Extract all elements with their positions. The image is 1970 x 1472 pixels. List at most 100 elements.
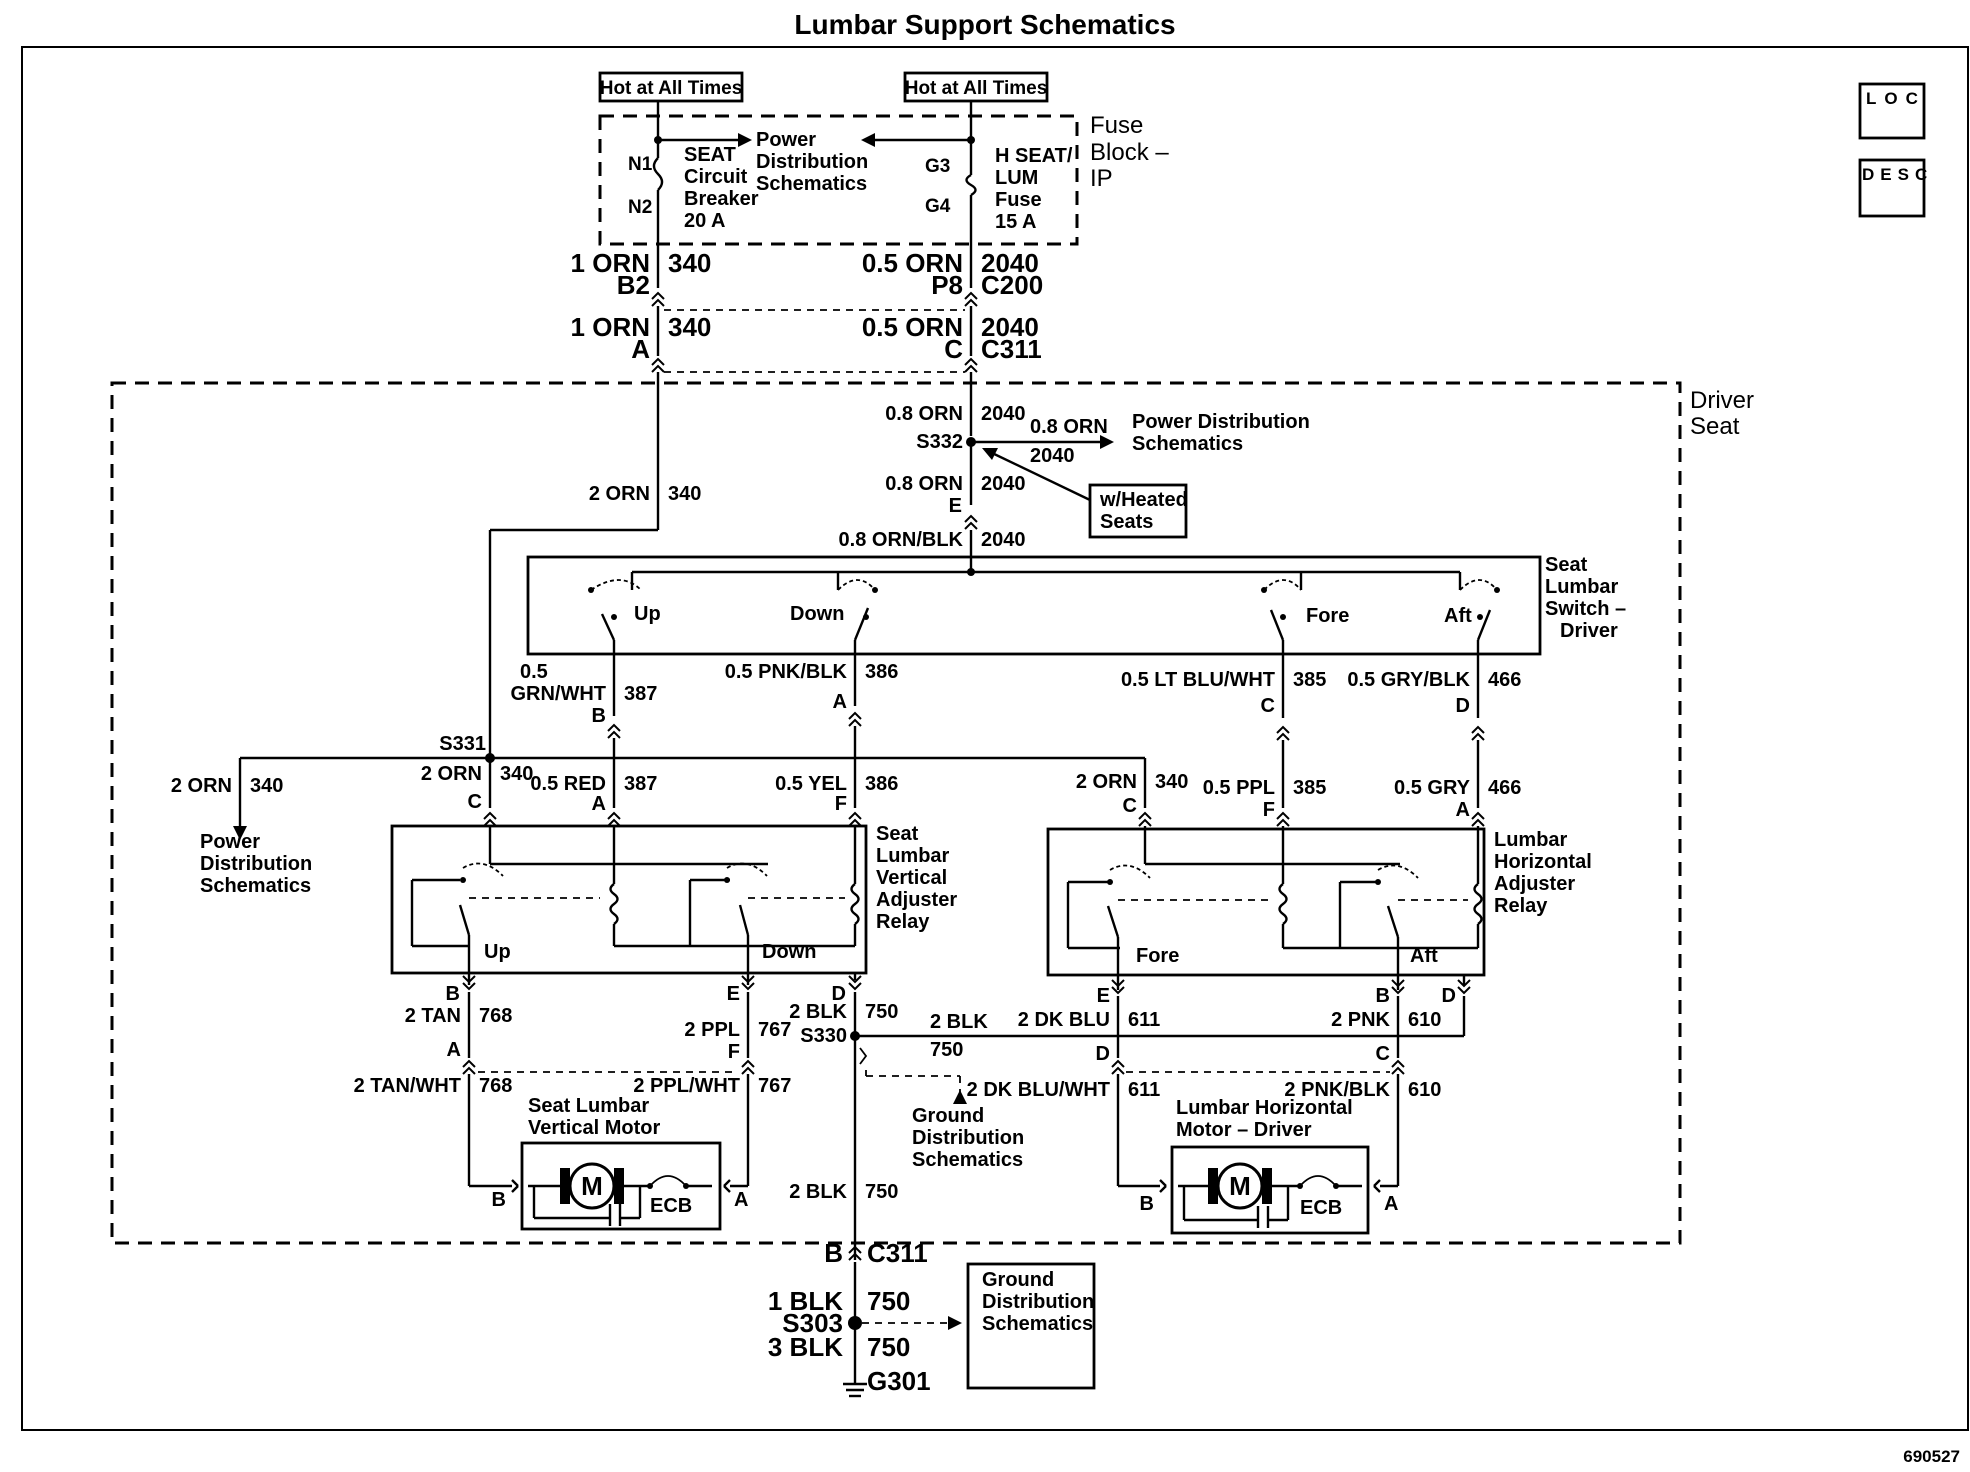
switch-name-2: Lumbar: [1545, 576, 1619, 598]
vrelay-c-circuit: 340: [500, 763, 533, 785]
s330-circuit-below: 750: [865, 1181, 898, 1203]
c311-right-pin: C: [944, 334, 963, 364]
fuse-label-4: 15 A: [995, 211, 1037, 233]
vrelay-name-2: Lumbar: [876, 845, 950, 867]
vm-tanwht-circuit: 768: [479, 1075, 512, 1097]
loc-icon[interactable]: LOC: [1858, 82, 1926, 140]
page-title: Lumbar Support Schematics: [794, 9, 1175, 40]
loc-icon-label: LOC: [1866, 89, 1926, 108]
hmotor-pin-a: A: [1384, 1193, 1398, 1215]
s331-out-circuit: 340: [250, 775, 283, 797]
s331-power-dist-2: Distribution: [200, 853, 312, 875]
hm-pnk-wire: 2 PNK: [1331, 1009, 1390, 1031]
vm-tan-pin: A: [447, 1039, 461, 1061]
power-dist-top-1: Power: [756, 129, 816, 151]
hrelay-aft-label: Aft: [1410, 945, 1438, 967]
s331-out-wire: 2 ORN: [171, 775, 232, 797]
s330-branch-wire: 2 BLK: [930, 1011, 988, 1033]
fuse-block-label-2: Block –: [1090, 139, 1169, 166]
vrelay-name-5: Relay: [876, 911, 930, 933]
figure-id: 690527: [1903, 1447, 1960, 1466]
c311-bottom-pin: B: [824, 1238, 843, 1268]
sw-out-a-wire: 0.5 PNK/BLK: [725, 661, 848, 683]
hot-at-all-times-left: Hot at All Times: [600, 78, 743, 99]
switch-name-4: Driver: [1560, 620, 1618, 642]
fuse-term-g3: G3: [925, 156, 950, 177]
cb-label-1: SEAT: [684, 144, 736, 166]
hm-pnk-circuit: 610: [1408, 1009, 1441, 1031]
vrelay-d-pin: D: [832, 983, 846, 1005]
vrelay-f-wire: 0.5 YEL: [775, 773, 847, 795]
vrelay-a-circuit: 387: [624, 773, 657, 795]
vmotor-pin-b: B: [492, 1189, 506, 1211]
s332-branch-circuit: 2040: [1030, 445, 1075, 467]
vm-tan-wire: 2 TAN: [405, 1005, 461, 1027]
hm-dkbluwht-wire: 2 DK BLU/WHT: [967, 1079, 1110, 1101]
hrelay-fore-label: Fore: [1136, 945, 1179, 967]
hm-dkblu-wire: 2 DK BLU: [1018, 1009, 1110, 1031]
s331-name: S331: [439, 733, 486, 755]
s303-circuit-below: 750: [867, 1332, 910, 1362]
s303-wire-above: 1 BLK: [768, 1286, 843, 1316]
switch-up-label: Up: [634, 603, 661, 625]
vrelay-name-4: Adjuster: [876, 889, 957, 911]
s330-wire-below: 2 BLK: [789, 1181, 847, 1203]
vm-tan-circuit: 768: [479, 1005, 512, 1027]
hrelay-d-pin: D: [1442, 985, 1456, 1007]
c311-right-wire: 0.5 ORN: [862, 312, 963, 342]
s303-wire-below: 3 BLK: [768, 1332, 843, 1362]
vrelay-e-pin: E: [727, 983, 740, 1005]
vmotor-ecb: ECB: [650, 1195, 692, 1217]
seat-lumbar-vertical-relay: [390, 824, 868, 975]
fuse-block-label-1: Fuse: [1090, 112, 1143, 139]
vrelay-name-1: Seat: [876, 823, 919, 845]
cb-label-4: 20 A: [684, 210, 726, 232]
vm-pplwht-circuit: 767: [758, 1075, 791, 1097]
c200-right-wire: 0.5 ORN: [862, 248, 963, 278]
sw-out-b-wire-2: GRN/WHT: [510, 683, 606, 705]
sw-out-d-pin: D: [1456, 695, 1470, 717]
sw-out-d-wire: 0.5 GRY/BLK: [1347, 669, 1470, 691]
hrelay-e-pin: E: [1097, 985, 1110, 1007]
hmotor-name-2: Motor – Driver: [1176, 1119, 1312, 1141]
desc-icon[interactable]: DESC: [1858, 158, 1933, 218]
feed-340-circuit: 340: [668, 483, 701, 505]
vmotor-name-2: Vertical Motor: [528, 1117, 660, 1139]
s330-circuit-above: 750: [865, 1001, 898, 1023]
vm-ppl-wire: 2 PPL: [684, 1019, 740, 1041]
c200-left-wire: 1 ORN: [571, 248, 650, 278]
vm-tanwht-wire: 2 TAN/WHT: [354, 1075, 461, 1097]
hrelay-a-pin: A: [1456, 799, 1470, 821]
vrelay-c-wire: 2 ORN: [421, 763, 482, 785]
vrelay-b-pin: B: [446, 983, 460, 1005]
hrelay-f-wire: 0.5 PPL: [1203, 777, 1275, 799]
sw-out-c-pin: C: [1261, 695, 1275, 717]
s331-power-dist-3: Schematics: [200, 875, 311, 897]
hrelay-name-2: Horizontal: [1494, 851, 1592, 873]
seat-lumbar-vertical-motor: [520, 1141, 722, 1231]
switch-name-1: Seat: [1545, 554, 1588, 576]
s332-wire-above: 0.8 ORN: [885, 403, 963, 425]
s303-circuit-above: 750: [867, 1286, 910, 1316]
s330-ground-dist-2: Distribution: [912, 1127, 1024, 1149]
s303-ground-dist-1: Ground: [982, 1269, 1054, 1291]
s330-ground-dist-1: Ground: [912, 1105, 984, 1127]
hmotor-pin-b: B: [1140, 1193, 1154, 1215]
feed-340-wire: 2 ORN: [589, 483, 650, 505]
vrelay-c-pin: C: [468, 791, 482, 813]
c311-left-wire: 1 ORN: [571, 312, 650, 342]
power-dist-top-3: Schematics: [756, 173, 867, 195]
desc-icon-label: DESC: [1862, 165, 1933, 184]
driver-seat-boundary: [110, 381, 1682, 1245]
vrelay-a-pin: A: [592, 793, 606, 815]
hm-pnkblk-wire: 2 PNK/BLK: [1284, 1079, 1390, 1101]
switch-fore-label: Fore: [1306, 605, 1349, 627]
fuse-block-label-3: IP: [1090, 165, 1113, 192]
hrelay-c-circuit: 340: [1155, 771, 1188, 793]
vrelay-f-pin: F: [835, 793, 847, 815]
vrelay-f-circuit: 386: [865, 773, 898, 795]
hrelay-name-4: Relay: [1494, 895, 1548, 917]
driver-seat-label-2: Seat: [1690, 413, 1740, 440]
s330-name: S330: [800, 1025, 847, 1047]
s330-ground-dist-3: Schematics: [912, 1149, 1023, 1171]
